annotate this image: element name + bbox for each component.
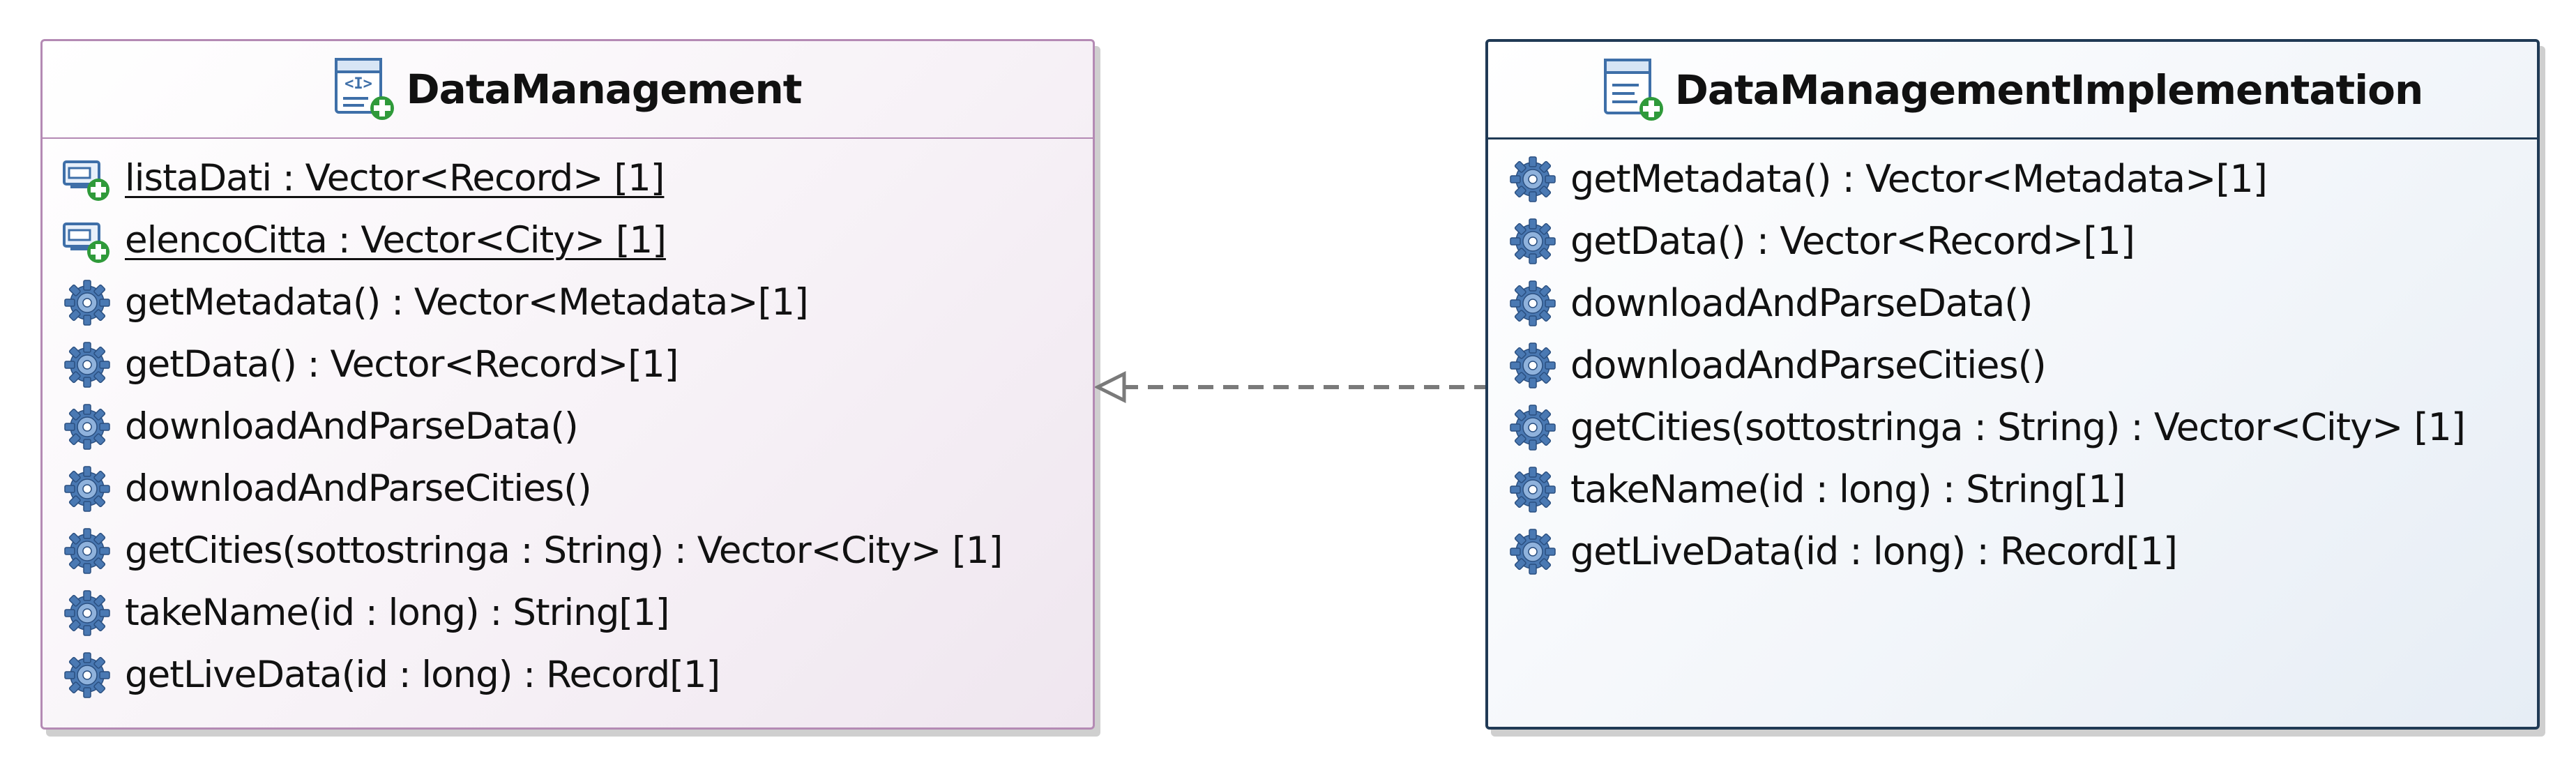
operation-gear-icon — [62, 340, 112, 390]
operation-row[interactable]: getLiveData(id : long) : Record[1] — [1488, 520, 2537, 582]
class-title: DataManagementImplementation — [1674, 66, 2423, 114]
operation-gear-icon — [62, 526, 112, 576]
operation-gear-icon — [62, 402, 112, 452]
class-box-datamanagementimplementation[interactable]: DataManagementImplementation getMetadata… — [1485, 39, 2540, 730]
operation-row[interactable]: getCities(sottostringa : String) : Vecto… — [43, 520, 1093, 582]
operation-gear-icon — [1508, 465, 1558, 515]
operation-row[interactable]: downloadAndParseData() — [43, 395, 1093, 458]
operation-label: takeName(id : long) : String[1] — [1570, 467, 2126, 511]
operation-label: getMetadata() : Vector<Metadata>[1] — [1570, 157, 2268, 201]
operation-gear-icon — [1508, 216, 1558, 266]
attribute-label: listaDati : Vector<Record> [1] — [125, 157, 665, 199]
operation-gear-icon — [1508, 402, 1558, 453]
operation-label: getData() : Vector<Record>[1] — [1570, 219, 2135, 263]
class-members: getMetadata() : Vector<Metadata>[1] getD… — [1488, 139, 2537, 582]
operation-row[interactable]: takeName(id : long) : String[1] — [1488, 458, 2537, 520]
operation-label: downloadAndParseCities() — [1570, 343, 2047, 387]
operation-row[interactable]: takeName(id : long) : String[1] — [43, 582, 1093, 644]
operation-row[interactable]: getData() : Vector<Record>[1] — [43, 333, 1093, 395]
operation-gear-icon — [1508, 340, 1558, 391]
operation-label: getCities(sottostringa : String) : Vecto… — [1570, 405, 2466, 449]
interface-icon — [333, 56, 396, 122]
operation-label: downloadAndParseData() — [125, 405, 579, 448]
operation-label: getMetadata() : Vector<Metadata>[1] — [125, 281, 809, 324]
operation-gear-icon — [1508, 278, 1558, 329]
operation-row[interactable]: downloadAndParseCities() — [1488, 334, 2537, 396]
static-attribute-icon — [62, 153, 112, 204]
operation-label: takeName(id : long) : String[1] — [125, 591, 669, 634]
operation-row[interactable]: getData() : Vector<Record>[1] — [1488, 210, 2537, 272]
attribute-label: elencoCitta : Vector<City> [1] — [125, 219, 667, 262]
operation-label: getLiveData(id : long) : Record[1] — [125, 654, 720, 696]
attribute-row[interactable]: listaDati : Vector<Record> [1] — [43, 147, 1093, 209]
attribute-row[interactable]: elencoCitta : Vector<City> [1] — [43, 209, 1093, 271]
interface-members: listaDati : Vector<Record> [1] elencoCit… — [43, 139, 1093, 706]
static-attribute-icon — [62, 216, 112, 266]
operation-row[interactable]: getMetadata() : Vector<Metadata>[1] — [1488, 148, 2537, 210]
operation-gear-icon — [1508, 154, 1558, 204]
operation-gear-icon — [1508, 527, 1558, 577]
operation-gear-icon — [62, 464, 112, 514]
operation-row[interactable]: getLiveData(id : long) : Record[1] — [43, 644, 1093, 706]
operation-row[interactable]: downloadAndParseCities() — [43, 458, 1093, 520]
operation-gear-icon — [62, 588, 112, 638]
realization-connector[interactable] — [1095, 363, 1485, 412]
operation-row[interactable]: downloadAndParseData() — [1488, 272, 2537, 334]
operation-label: downloadAndParseData() — [1570, 281, 2033, 325]
operation-gear-icon — [62, 278, 112, 328]
interface-header: DataManagement — [43, 41, 1093, 139]
operation-label: getData() : Vector<Record>[1] — [125, 343, 679, 386]
operation-row[interactable]: getMetadata() : Vector<Metadata>[1] — [43, 271, 1093, 333]
class-header: DataManagementImplementation — [1488, 42, 2537, 139]
operation-label: getLiveData(id : long) : Record[1] — [1570, 529, 2178, 573]
interface-title: DataManagement — [406, 66, 802, 113]
class-icon — [1603, 57, 1665, 123]
operation-label: downloadAndParseCities() — [125, 467, 592, 510]
operation-row[interactable]: getCities(sottostringa : String) : Vecto… — [1488, 396, 2537, 458]
hollow-triangle-arrowhead — [1095, 370, 1126, 404]
interface-box-datamanagement[interactable]: DataManagement listaDati : Vector<Record… — [40, 39, 1095, 730]
operation-gear-icon — [62, 650, 112, 700]
operation-label: getCities(sottostringa : String) : Vecto… — [125, 529, 1003, 572]
